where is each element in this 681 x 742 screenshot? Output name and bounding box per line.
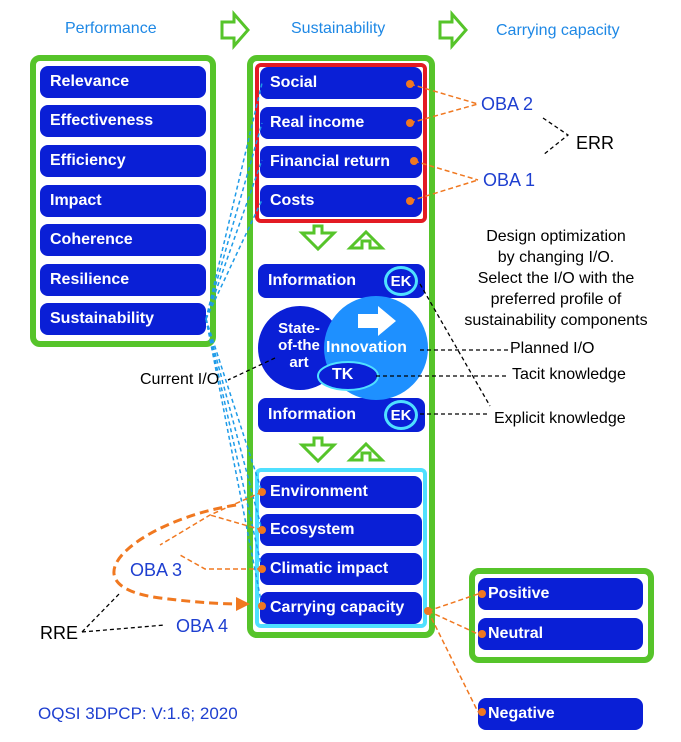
economic-item-real-income: Real income xyxy=(260,107,422,139)
header-performance: Performance xyxy=(65,20,157,37)
economic-item-social: Social xyxy=(260,67,422,99)
state-of-art-label: State- of-the art xyxy=(278,320,320,371)
performance-item-sustainability: Sustainability xyxy=(40,303,206,335)
economic-item-costs: Costs xyxy=(260,185,422,217)
information-label: Information xyxy=(268,406,356,423)
tk-label: TK xyxy=(332,366,354,383)
environment-item-climatic-impact: Climatic impact xyxy=(260,553,422,585)
outcome-positive: Positive xyxy=(478,578,643,610)
ek-badge-top: EK xyxy=(384,266,418,296)
economic-item-financial-return: Financial return xyxy=(260,146,422,178)
footer-version: OQSI 3DPCP: V:1.6; 2020 xyxy=(38,704,238,723)
performance-item-impact: Impact xyxy=(40,185,206,217)
oba1-label: OBA 1 xyxy=(483,170,536,190)
performance-item-efficiency: Efficiency xyxy=(40,145,206,177)
oba3-label: OBA 3 xyxy=(130,560,183,580)
environment-item-carrying-capacity: Carrying capacity xyxy=(260,592,422,624)
performance-item-coherence: Coherence xyxy=(40,224,206,256)
oba4-curve xyxy=(112,503,245,606)
environment-item-ecosystem: Ecosystem xyxy=(260,514,422,546)
header-carrying-capacity: Carrying capacity xyxy=(496,22,620,39)
err-label: ERR xyxy=(576,133,615,153)
rre-label: RRE xyxy=(40,623,79,643)
header-arrow-1-icon xyxy=(220,10,250,50)
header-sustainability: Sustainability xyxy=(291,20,386,37)
design-optimization-text: Design optimization by changing I/O. Sel… xyxy=(464,228,648,329)
oba2-label: OBA 2 xyxy=(481,94,534,114)
tacit-knowledge-label: Tacit knowledge xyxy=(512,366,626,383)
performance-item-effectiveness: Effectiveness xyxy=(40,105,206,137)
planned-io-label: Planned I/O xyxy=(510,340,595,357)
oba4-label: OBA 4 xyxy=(176,616,229,636)
current-io-label: Current I/O xyxy=(140,371,220,388)
performance-item-resilience: Resilience xyxy=(40,264,206,296)
innovation-label: Innovation xyxy=(326,339,407,356)
outcome-neutral: Neutral xyxy=(478,618,643,650)
header-arrow-2-icon xyxy=(438,10,468,50)
explicit-knowledge-label: Explicit knowledge xyxy=(494,410,626,427)
outcome-negative: Negative xyxy=(478,698,643,730)
environment-item-environment: Environment xyxy=(260,476,422,508)
information-label: Information xyxy=(268,272,356,289)
performance-item-relevance: Relevance xyxy=(40,66,206,98)
ek-badge-bottom: EK xyxy=(384,400,418,430)
